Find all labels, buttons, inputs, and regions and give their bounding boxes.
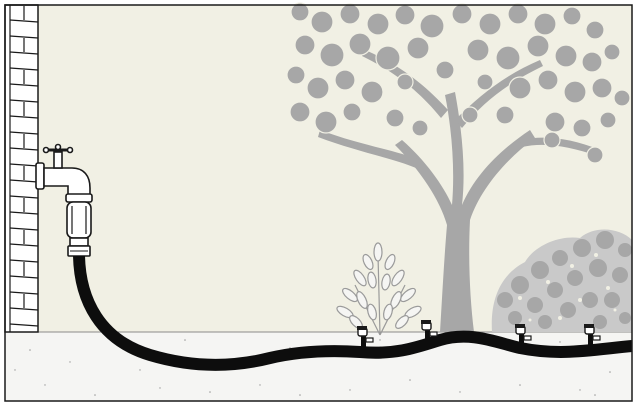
hose-connector-icon bbox=[67, 202, 91, 256]
brick-wall bbox=[5, 5, 38, 332]
ground bbox=[5, 332, 632, 401]
